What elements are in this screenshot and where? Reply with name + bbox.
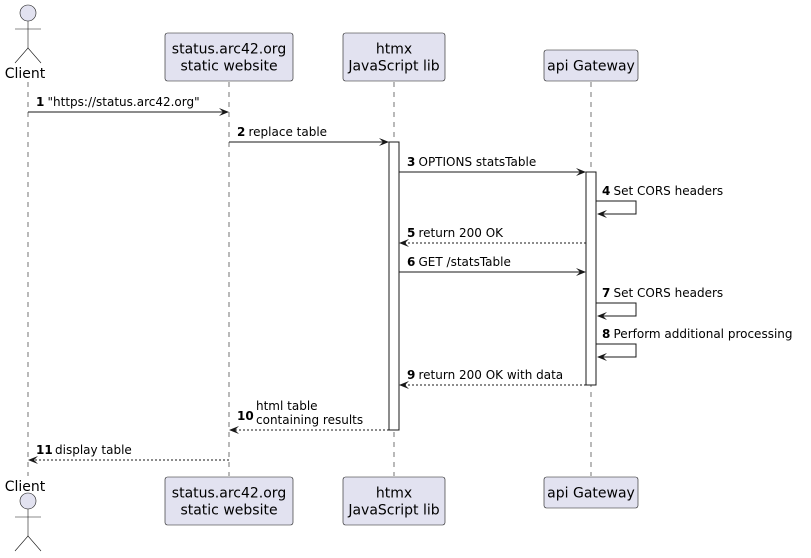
activation-bar-api — [585, 171, 597, 386]
message-arrow-7 — [596, 302, 637, 317]
message-number-2: 2 — [237, 125, 245, 139]
participant-label-api-bottom: api Gateway — [547, 486, 635, 502]
participant-box-htmx-top — [342, 32, 446, 82]
participant-label-api-top: api Gateway — [547, 59, 635, 75]
message-label-10: containing results — [256, 413, 363, 427]
arrowhead-5 — [399, 239, 409, 247]
participant-box-api-bottom — [543, 476, 639, 509]
message-label-6: GET /statsTable — [419, 255, 511, 269]
message-label-10: html table — [256, 399, 318, 413]
message-number-1: 1 — [36, 95, 44, 109]
arrowhead-3 — [576, 168, 586, 176]
participant-label-htmx-top: JavaScript lib — [347, 59, 439, 75]
actor-figure-client-top — [14, 4, 42, 64]
participant-box-api-top — [543, 49, 639, 82]
arrowhead-1 — [219, 108, 229, 116]
message-label-7: Set CORS headers — [614, 286, 724, 300]
message-number-10: 10 — [237, 409, 254, 423]
message-arrow-4 — [596, 200, 637, 215]
message-label-3: OPTIONS statsTable — [419, 155, 537, 169]
participant-box-static-bottom — [164, 476, 294, 526]
arrowhead-6 — [576, 268, 586, 276]
message-number-9: 9 — [407, 368, 415, 382]
message-label-5: return 200 OK — [419, 226, 505, 240]
message-number-11: 11 — [36, 443, 53, 457]
arrowhead-8 — [597, 353, 607, 361]
message-label-2: replace table — [249, 125, 328, 139]
message-number-5: 5 — [407, 226, 415, 240]
activation-bar-htmx — [388, 141, 400, 431]
arrowhead-2 — [379, 138, 389, 146]
message-label-1: "https://status.arc42.org" — [48, 95, 200, 109]
participant-label-htmx-bottom: JavaScript lib — [347, 503, 439, 519]
participant-box-htmx-bottom — [342, 476, 446, 526]
participant-label-static-bottom: status.arc42.org — [172, 486, 286, 502]
participant-label-htmx-top: htmx — [376, 42, 412, 58]
message-number-6: 6 — [407, 255, 415, 269]
message-number-7: 7 — [602, 286, 610, 300]
arrowhead-9 — [399, 381, 409, 389]
message-arrow-8 — [596, 343, 637, 358]
arrowhead-11 — [28, 456, 38, 464]
arrowhead-4 — [597, 210, 607, 218]
message-number-4: 4 — [602, 184, 610, 198]
message-number-3: 3 — [407, 155, 415, 169]
message-label-4: Set CORS headers — [614, 184, 724, 198]
message-number-8: 8 — [602, 327, 610, 341]
participant-label-client-top: Client — [5, 66, 46, 82]
actor-figure-client-bottom — [14, 492, 42, 552]
message-label-11: display table — [55, 443, 132, 457]
participant-label-static-top: status.arc42.org — [172, 42, 286, 58]
participant-box-static-top — [164, 32, 294, 82]
arrowhead-7 — [597, 312, 607, 320]
arrowhead-10 — [229, 426, 239, 434]
participant-label-static-bottom: static website — [180, 503, 277, 519]
message-label-8: Perform additional processing — [614, 327, 793, 341]
participant-label-client-bottom: Client — [5, 479, 46, 495]
participant-label-htmx-bottom: htmx — [376, 486, 412, 502]
participant-label-static-top: static website — [180, 59, 277, 75]
message-label-9: return 200 OK with data — [419, 368, 564, 382]
